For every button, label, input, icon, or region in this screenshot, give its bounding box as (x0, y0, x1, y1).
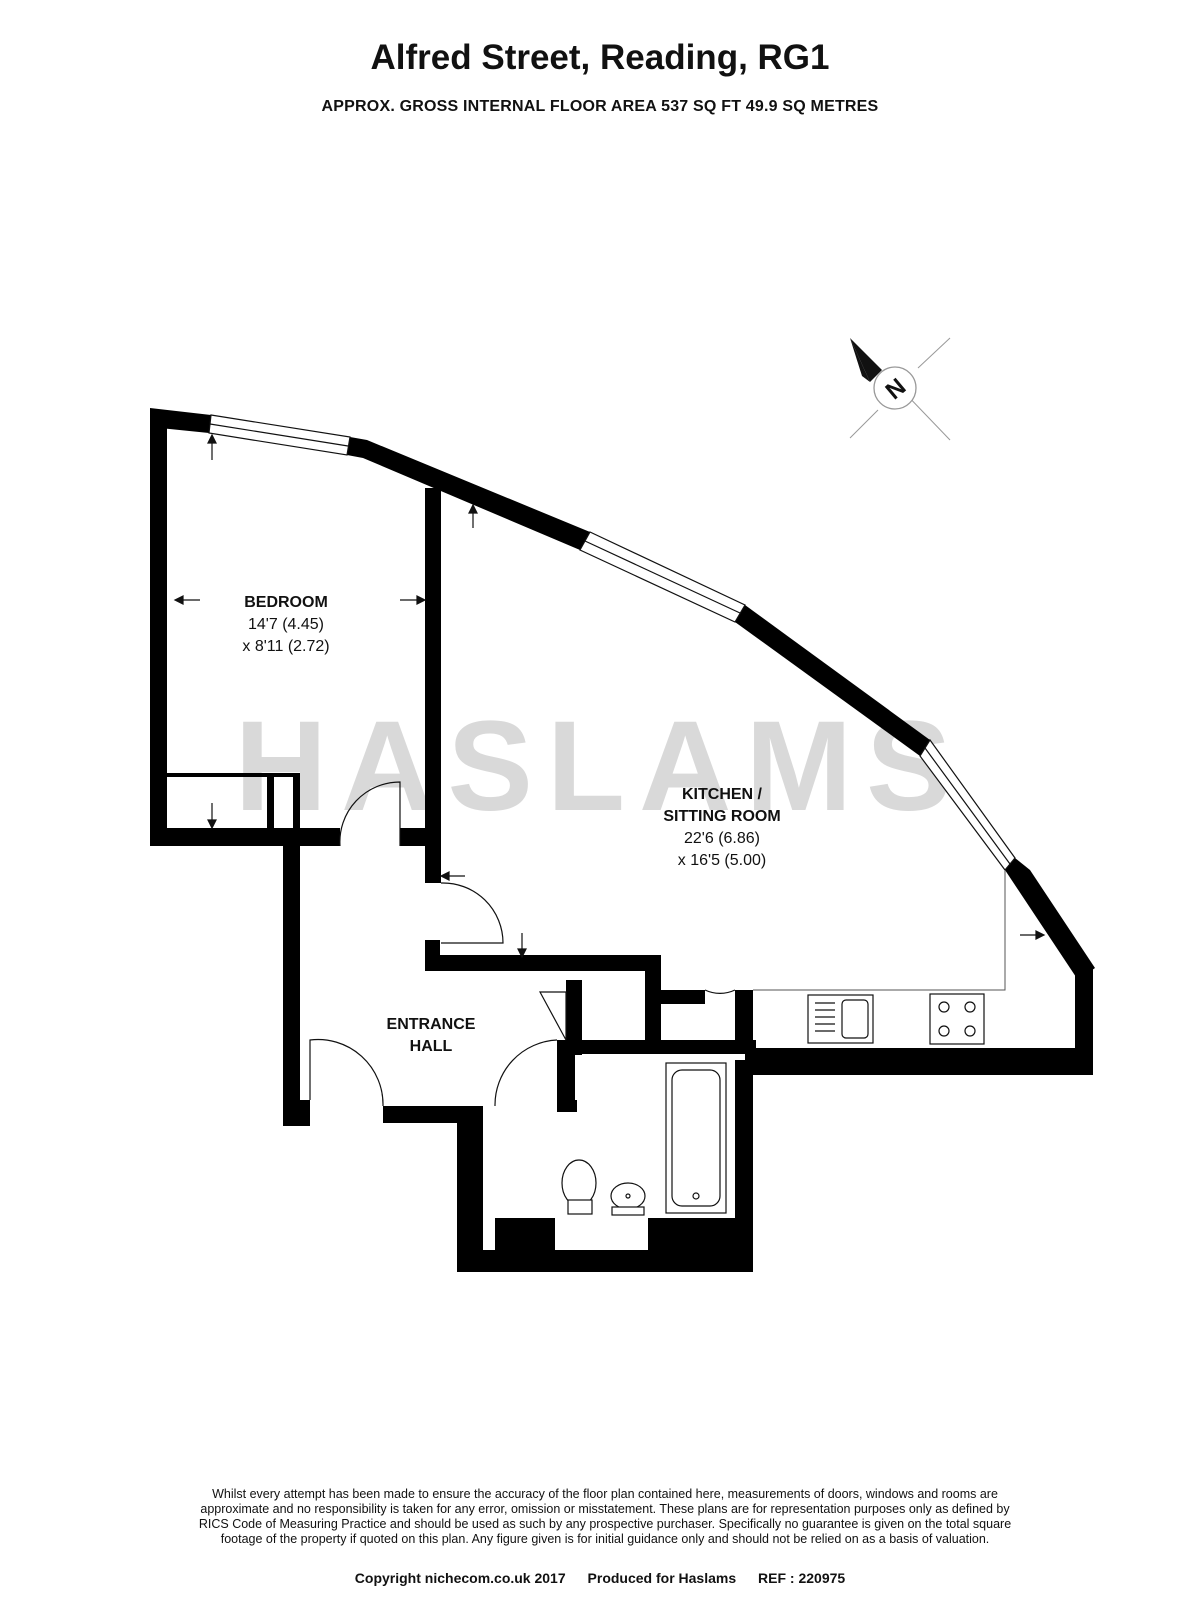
room-label-entrance-hall: ENTRANCE HALL (387, 1016, 476, 1055)
footer: Copyright nichecom.co.uk 2017 Produced f… (0, 1570, 1200, 1586)
svg-text:14'7 (4.45): 14'7 (4.45) (248, 616, 324, 633)
svg-text:x 16'5 (5.00): x 16'5 (5.00) (678, 852, 766, 869)
bathtub-icon (665, 1062, 727, 1214)
footer-reference: REF : 220975 (758, 1570, 846, 1586)
dimension-markers (173, 433, 1046, 959)
svg-text:22'6 (6.86): 22'6 (6.86) (684, 830, 760, 847)
windows (208, 414, 1016, 871)
hob-icon (929, 993, 985, 1045)
svg-text:KITCHEN /: KITCHEN / (682, 786, 763, 803)
kitchen-sink-icon (807, 994, 874, 1044)
svg-text:BEDROOM: BEDROOM (244, 594, 328, 611)
wash-basin-icon (610, 1182, 646, 1216)
fixtures (561, 993, 985, 1216)
svg-text:HALL: HALL (410, 1038, 453, 1055)
walls (150, 408, 1095, 1272)
room-label-bedroom: BEDROOM 14'7 (4.45) x 8'11 (2.72) (242, 594, 329, 655)
room-label-kitchen: KITCHEN / SITTING ROOM 22'6 (6.86) x 16'… (663, 786, 780, 869)
kitchen-outline (753, 870, 1006, 991)
page-title: Alfred Street, Reading, RG1 (370, 38, 830, 77)
footer-produced-for: Produced for Haslams (587, 1570, 737, 1586)
doors (309, 781, 736, 1107)
svg-text:SITTING ROOM: SITTING ROOM (663, 808, 780, 825)
toilet-icon (561, 1159, 597, 1215)
footer-copyright: Copyright nichecom.co.uk 2017 (354, 1570, 566, 1586)
disclaimer-text: Whilst every attempt has been made to en… (198, 1487, 1012, 1546)
watermark-text: HASLAMS (235, 695, 966, 838)
floor-area-subtitle: APPROX. GROSS INTERNAL FLOOR AREA 537 SQ… (321, 98, 879, 115)
compass-icon: N (849, 337, 951, 441)
svg-text:x 8'11 (2.72): x 8'11 (2.72) (242, 638, 329, 655)
svg-text:ENTRANCE: ENTRANCE (387, 1016, 476, 1033)
